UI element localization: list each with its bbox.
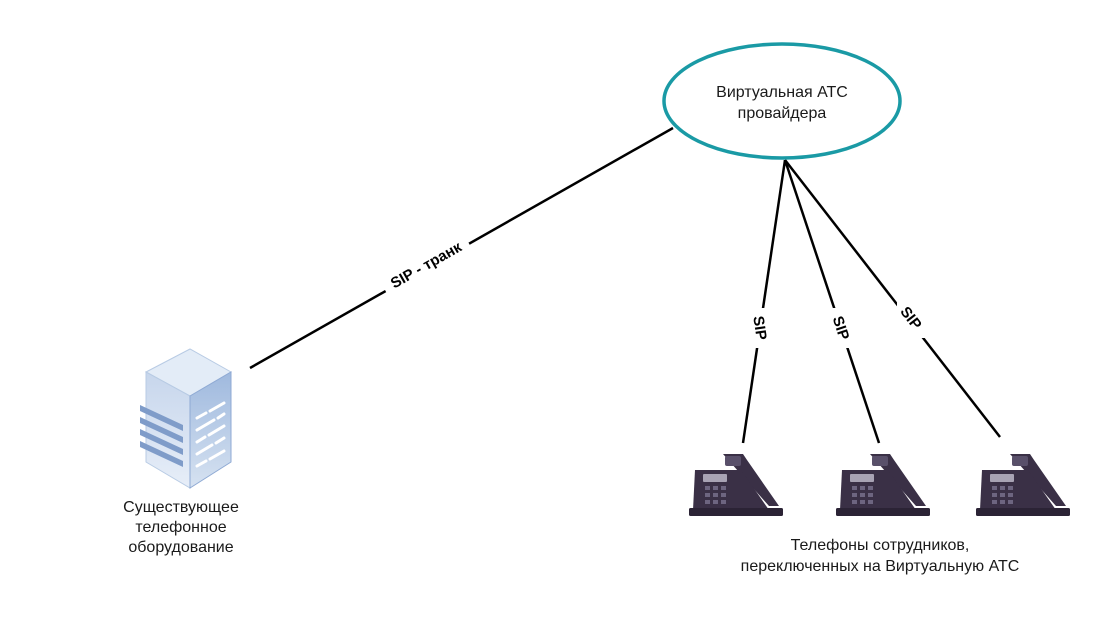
server-rack-icon bbox=[140, 348, 233, 489]
equipment-label-line3: оборудование bbox=[128, 539, 233, 556]
sip-line-1 bbox=[741, 159, 787, 444]
virtual-pbx-label-line1: Виртуальная АТС bbox=[716, 84, 848, 101]
sip-label-2-bg bbox=[829, 308, 853, 348]
virtual-pbx-node bbox=[662, 42, 902, 160]
equipment-label-line2: телефонное bbox=[135, 519, 226, 536]
phones-label-line1: Телефоны сотрудников, bbox=[791, 537, 970, 554]
sip-line-3 bbox=[784, 159, 1001, 438]
sip-label-1: SIP bbox=[749, 315, 769, 341]
sip-label-3-bg bbox=[897, 298, 925, 338]
virtual-pbx-label-line2: провайдера bbox=[738, 105, 827, 122]
sip-trunk-label-bg bbox=[377, 229, 475, 301]
desk-phone-icon bbox=[836, 454, 930, 516]
desk-phone-icon bbox=[976, 454, 1070, 516]
equipment-label-line1: Существующее bbox=[123, 499, 239, 516]
desk-phone-icon bbox=[689, 454, 783, 516]
sip-label-2: SIP bbox=[829, 314, 853, 342]
phones-label-line2: переключенных на Виртуальную АТС bbox=[741, 558, 1020, 575]
sip-line-2 bbox=[783, 159, 881, 444]
sip-label-1-bg bbox=[748, 308, 772, 348]
